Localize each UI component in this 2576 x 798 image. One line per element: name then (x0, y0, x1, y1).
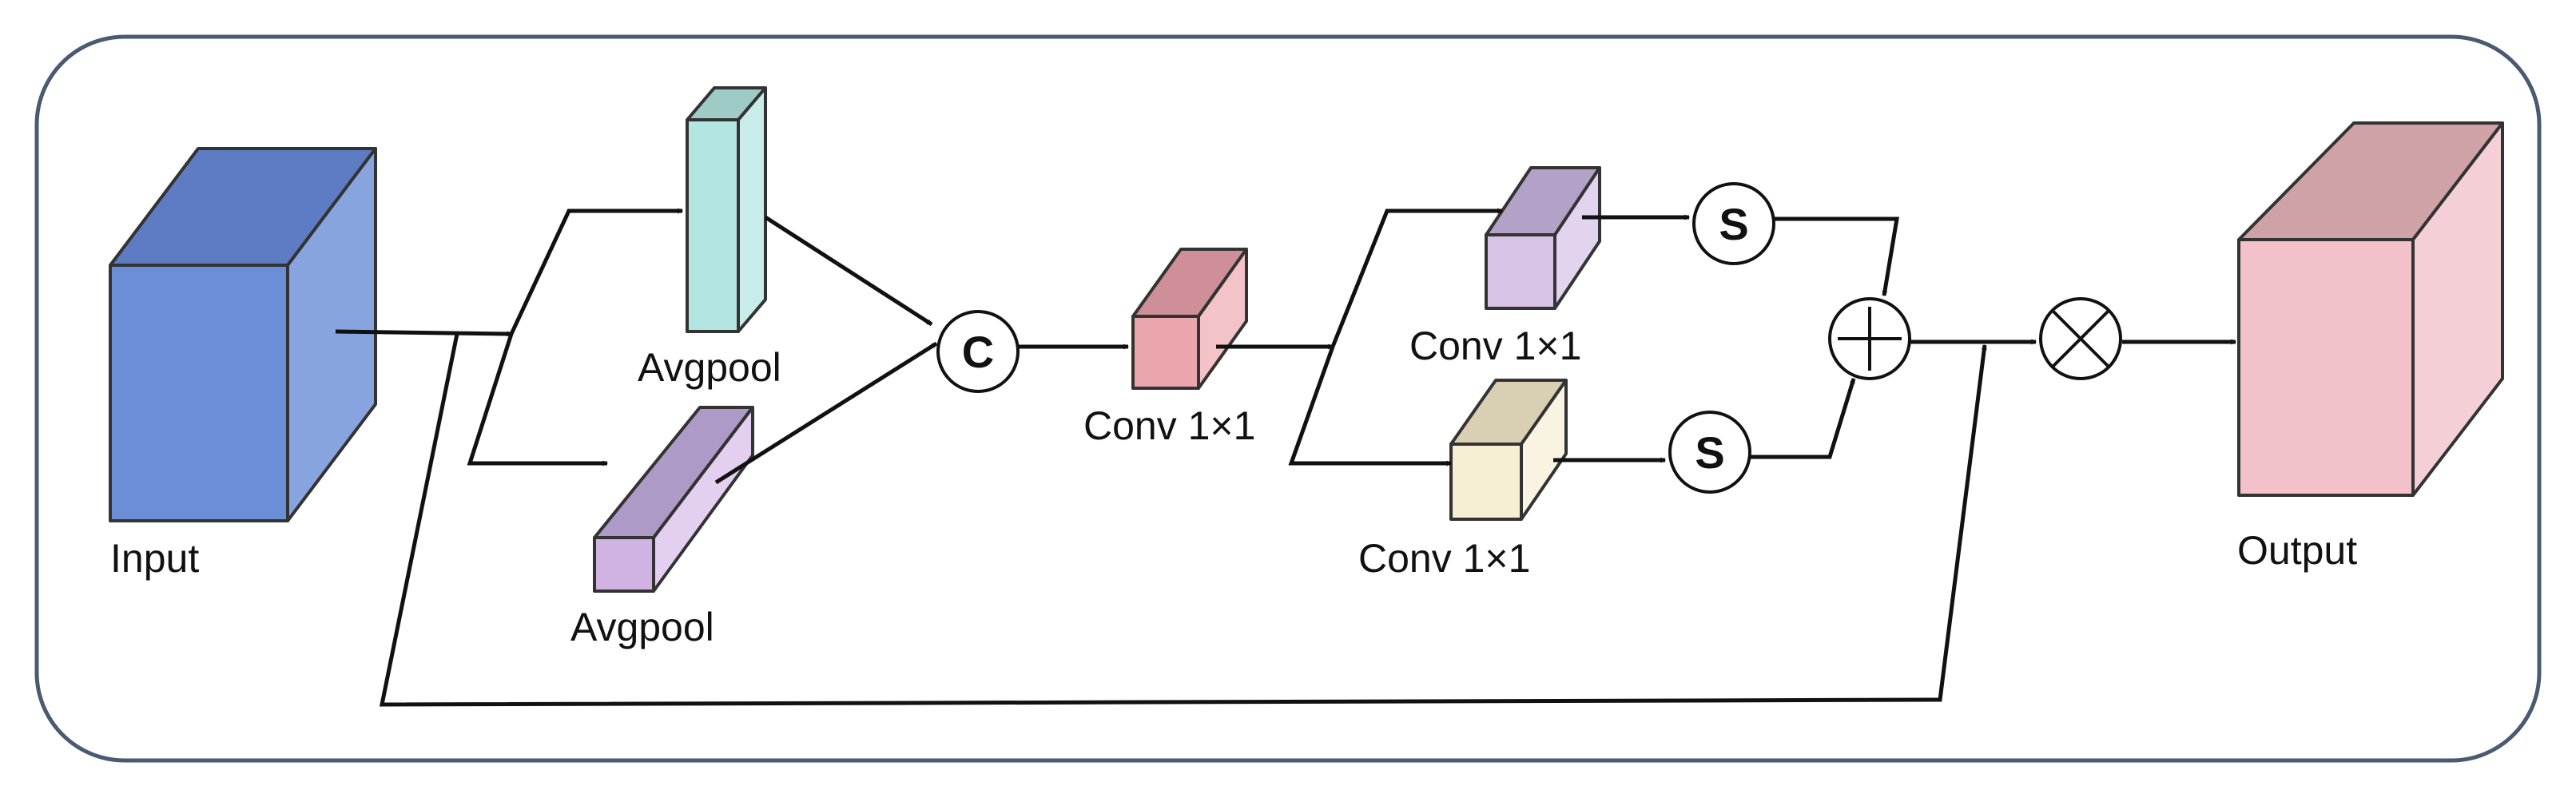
conv-upper-label: Conv 1×1 (1409, 324, 1581, 368)
input-to-split-arrow (335, 329, 511, 334)
sigmoid-upper-to-add-arrow (1774, 216, 1899, 296)
concat-node: C (936, 310, 1020, 393)
avgpool-bottom-label: Avgpool (570, 605, 714, 649)
split-to-avgpool-bottom-arrow (467, 333, 607, 463)
add-node (1828, 297, 1911, 380)
connectors (335, 211, 2236, 707)
sigmoid-upper-node: S (1692, 182, 1775, 265)
conv-lower-label: Conv 1×1 (1358, 536, 1530, 581)
avgpool-top-to-concat-arrow (764, 215, 933, 327)
conv-center-label: Conv 1×1 (1083, 403, 1255, 448)
split-to-avgpool-top-arrow (509, 211, 682, 335)
input-label: Input (110, 536, 199, 581)
conv-lower-block (1449, 379, 1568, 521)
svg-text:C: C (962, 327, 994, 377)
output-label: Output (2237, 528, 2357, 573)
avgpool-top-block (686, 86, 767, 333)
sigmoid-lower-to-add-arrow (1750, 379, 1856, 459)
svg-text:S: S (1719, 199, 1748, 249)
output-block (2237, 121, 2504, 497)
avgpool-bottom-to-concat-arrow (714, 341, 938, 485)
outer-frame (34, 34, 2542, 763)
split-to-conv-upper-arrow (1330, 211, 1502, 347)
split-to-conv-lower-arrow (1288, 346, 1451, 463)
multiply-node (2039, 297, 2122, 380)
svg-text:S: S (1695, 427, 1724, 478)
avgpool-bottom-block (593, 406, 754, 593)
conv-center-block (1131, 248, 1248, 390)
sigmoid-lower-node: S (1668, 411, 1751, 494)
input-block (109, 147, 377, 522)
avgpool-top-label: Avgpool (638, 345, 781, 390)
conv-upper-block (1485, 166, 1601, 310)
skip-connection-arrow (379, 333, 1985, 707)
